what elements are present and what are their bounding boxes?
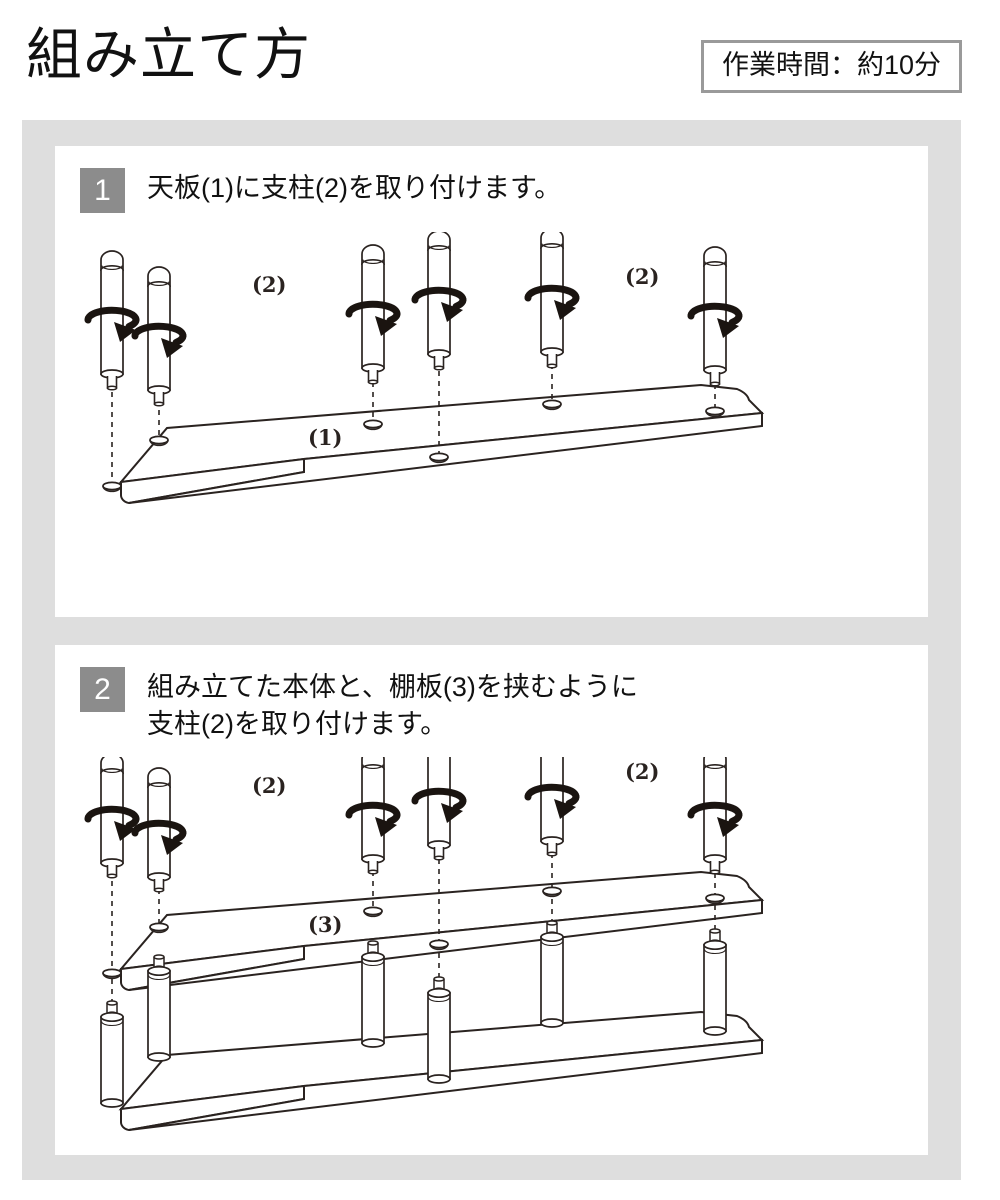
steps-container: 1 天板(1)に支柱(2)を取り付けます。 [22,120,961,1180]
step-1-heading: 1 天板(1)に支柱(2)を取り付けます。 [80,168,561,213]
post-part-icon [100,232,727,407]
work-time-badge: 作業時間：約10分 [700,40,962,93]
rotation-arrow-icon [88,787,739,855]
step-2-heading: 2 組み立てた本体と、棚板(3)を挟むように 支柱(2)を取り付けます。 [80,667,638,743]
step-1-number-badge: 1 [80,168,125,213]
step-card-1: 1 天板(1)に支柱(2)を取り付けます。 [55,146,928,617]
label-post-right: (2) [625,264,659,289]
step-1-assembly-diagram: (2) (2) (1) [55,232,765,505]
step-2-figure: (2) (2) (3) [55,757,928,1153]
label-post-right: (2) [625,759,659,784]
label-post-left: (2) [252,272,286,297]
page-title: 組み立て方 [26,23,311,86]
rotation-arrow-icon [88,288,739,358]
step-1-figure: (2) (2) (1) [55,232,928,612]
label-board: (3) [308,912,342,937]
step-2-number-badge: 2 [80,667,125,712]
step-2-instruction-text: 組み立てた本体と、棚板(3)を挟むように 支柱(2)を取り付けます。 [147,672,638,739]
shelf-board-part [118,870,765,992]
page-header: 組み立て方 作業時間：約10分 [0,0,1000,118]
label-board: (1) [308,425,342,450]
top-board-part [118,383,765,505]
step-1-instruction-text: 天板(1)に支柱(2)を取り付けます。 [147,173,562,203]
step-card-2: 2 組み立てた本体と、棚板(3)を挟むように 支柱(2)を取り付けます。 [55,645,928,1155]
label-post-left: (2) [252,773,286,798]
step-2-assembly-diagram: (2) (2) (3) [55,757,765,1132]
